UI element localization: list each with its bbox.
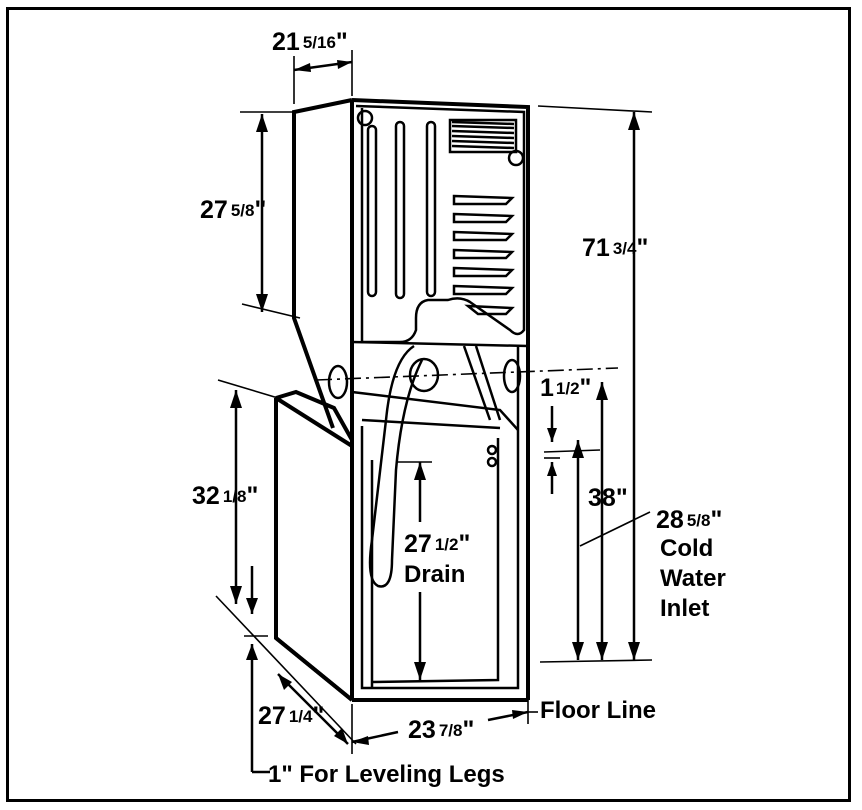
dim-mid-height: 38" (588, 484, 628, 512)
dimension-lines (215, 50, 653, 774)
drain-label: Drain (404, 561, 465, 588)
cold-water-label-1: Cold (660, 535, 713, 562)
appliance-drawing (274, 98, 619, 702)
cold-water-label-3: Inlet (660, 595, 709, 622)
diagram-frame (6, 7, 851, 802)
cold-water-label-2: Water (660, 565, 726, 592)
leveling-legs-label: 1" For Leveling Legs (268, 761, 505, 788)
floor-line-label: Floor Line (540, 697, 656, 724)
